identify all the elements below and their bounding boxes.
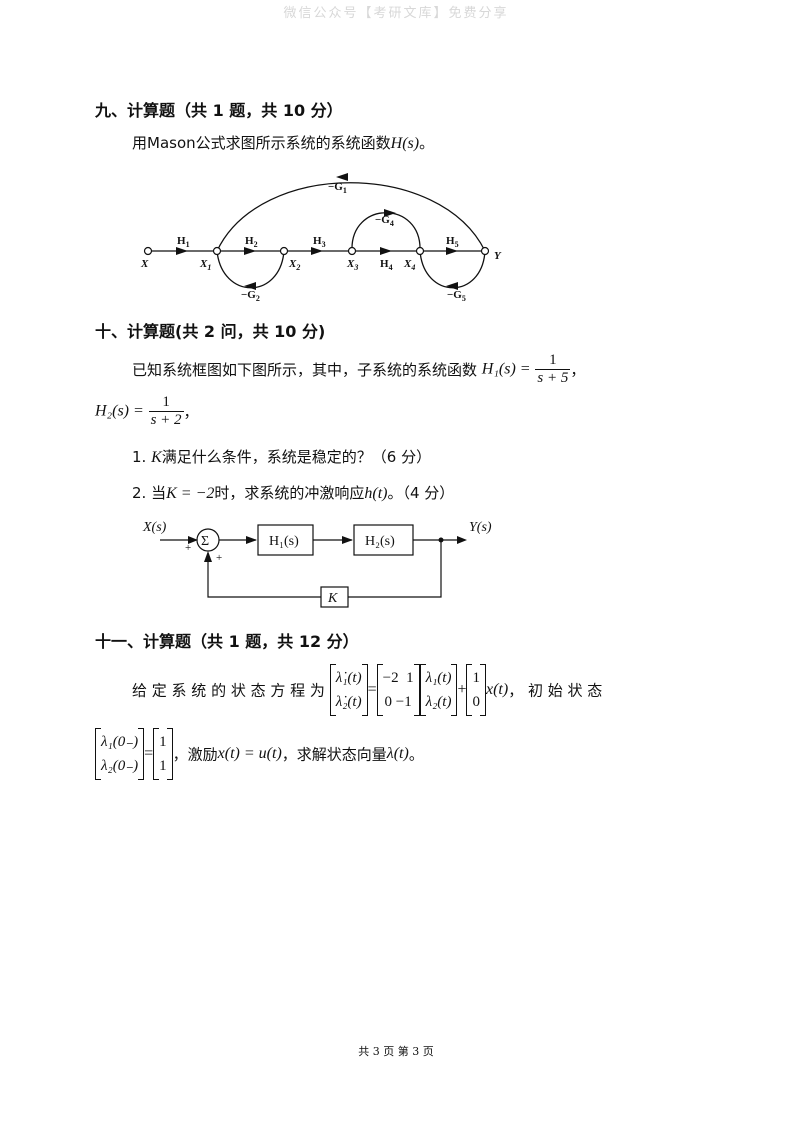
- node-x3: [347, 246, 357, 256]
- watermark: 微信公众号【考研文库】免费分享: [283, 6, 509, 21]
- svg-text:X3: X3: [346, 258, 358, 272]
- arrow-g4: [384, 209, 396, 217]
- node-x4: [415, 246, 425, 256]
- q10-item-2: 2. 当K = −2时，求系统的冲激响应h(t)。（4 分）: [132, 484, 455, 502]
- svg-text:−G4: −G4: [375, 214, 394, 228]
- svg-text:+: +: [216, 552, 222, 564]
- q9-heading: 九、计算题（共 1 题，共 10 分）: [95, 101, 343, 120]
- sum-symbol: Σ: [201, 534, 209, 549]
- svg-text:+: +: [185, 542, 191, 554]
- block-h2-label: H₂(s): [365, 534, 395, 549]
- q11-heading: 十一、计算题（共 1 题，共 12 分）: [95, 632, 359, 651]
- svg-text:X4: X4: [403, 258, 415, 272]
- branch-g5: [419, 250, 486, 289]
- arrow-h1: [176, 247, 188, 255]
- svg-text:−G1: −G1: [328, 181, 347, 195]
- arrow-g2: [244, 282, 256, 290]
- svg-text:X2: X2: [288, 258, 300, 272]
- block-k-label: K: [327, 591, 338, 606]
- svg-text:−G5: −G5: [447, 289, 466, 303]
- block-h1-label: H₁(s): [269, 534, 299, 549]
- branch-g1: [216, 182, 486, 252]
- arrow-g5: [446, 282, 458, 290]
- q10-heading: 十、计算题(共 2 问，共 10 分): [95, 322, 326, 341]
- node-x: [143, 246, 153, 256]
- svg-text:Y: Y: [494, 250, 502, 262]
- h2-lhs: H₂(s) =: [95, 402, 144, 420]
- node-y: [480, 246, 490, 256]
- q9-text: 用Mason公式求图所示系统的系统函数H(s)。: [132, 132, 434, 153]
- node-x2: [279, 246, 289, 256]
- input-label: X(s): [142, 520, 167, 535]
- output-label: Y(s): [469, 520, 492, 535]
- svg-text:X1: X1: [199, 258, 211, 272]
- arrow-h2: [244, 247, 256, 255]
- q9-text-before: 用Mason公式求图所示系统的系统函数: [132, 134, 391, 152]
- svg-text:−G2: −G2: [241, 289, 260, 303]
- init-vector: λ₁(0₋)λ₂(0₋): [95, 728, 145, 780]
- svg-text:H3: H3: [313, 235, 326, 249]
- signal-flow-graph: H1 H2 H3 H4 H5 −G1 −G2 −G4 −G5 X X1 X2 X…: [140, 173, 502, 303]
- q10-item-1: 1. K满足什么条件，系统是稳定的？（6 分）: [132, 448, 432, 466]
- branch-g2: [216, 250, 285, 289]
- q9-math: H(s): [390, 135, 420, 152]
- h1-lhs: H₁(s) =: [481, 360, 531, 378]
- node-x1: [212, 246, 222, 256]
- arrow-h5: [446, 247, 458, 255]
- svg-text:H2: H2: [245, 235, 258, 249]
- svg-text:H5: H5: [446, 235, 459, 249]
- page-footer: 共 3 页 第 3 页: [358, 1045, 434, 1058]
- state-vector: λ₁(t)λ₂(t): [419, 664, 458, 716]
- q9-text-after: 。: [419, 134, 435, 152]
- lhs-vector: λ̇₁(t)λ̇₂(t): [329, 664, 368, 716]
- arrow-g1: [336, 173, 348, 181]
- arrow-h3: [311, 247, 323, 255]
- block-diagram: X(s) Y(s) Σ + + H₁(s) H₂(s) K: [142, 520, 492, 608]
- svg-text:H1: H1: [177, 235, 190, 249]
- svg-text:X: X: [140, 258, 149, 270]
- arrow-h4: [380, 247, 392, 255]
- svg-text:H4: H4: [380, 258, 393, 272]
